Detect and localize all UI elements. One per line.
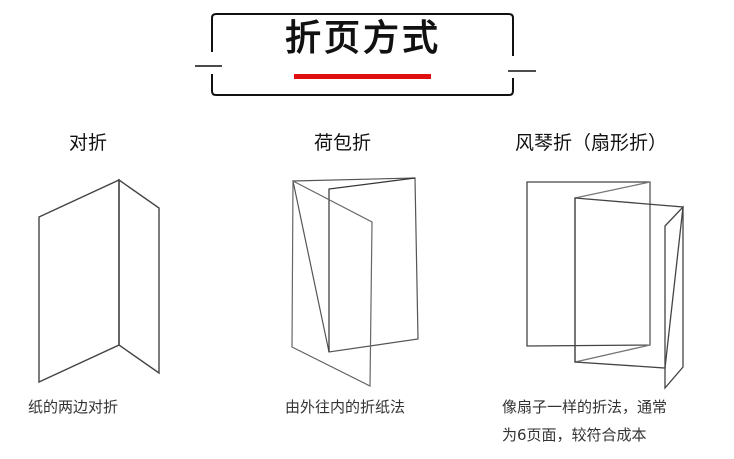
fold-caption-wallet: 由外往内的折纸法	[285, 398, 406, 416]
fold-caption-half: 纸的两边对折	[28, 398, 119, 416]
fold-label-half: 对折	[69, 132, 108, 154]
title-underline	[294, 74, 431, 79]
page-title: 折页方式	[284, 18, 441, 59]
title-frame	[195, 13, 536, 96]
accordion-fold-diagram	[526, 181, 684, 390]
wallet-fold-diagram	[291, 177, 419, 387]
half-fold-diagram	[38, 178, 160, 384]
fold-label-accordion: 风琴折（扇形折）	[515, 132, 668, 154]
fold-caption-accordion: 像扇子一样的折法，通常 为6页面，较符合成本	[502, 398, 668, 444]
fold-label-wallet: 荷包折	[314, 132, 372, 154]
